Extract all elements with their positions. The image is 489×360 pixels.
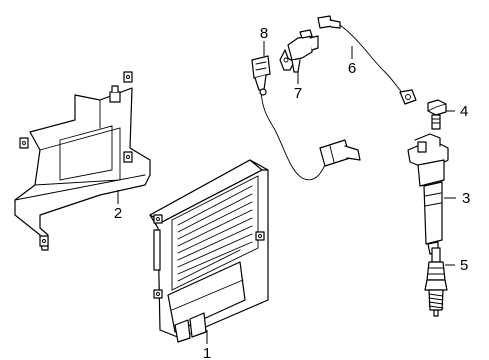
callout-1: 1 [203, 345, 211, 360]
callout-8: 8 [260, 25, 268, 42]
callout-labels: 1 2 3 4 5 6 7 8 [114, 25, 471, 360]
ignition-coil [407, 133, 449, 255]
callout-6: 6 [348, 60, 356, 77]
callout-5: 5 [460, 257, 468, 274]
callout-7: 7 [294, 85, 302, 102]
spark-plug [424, 247, 448, 317]
callout-4: 4 [460, 103, 468, 120]
callout-2: 2 [114, 205, 122, 222]
ecu-bracket [14, 71, 151, 251]
ecu-module [149, 159, 269, 343]
callout-3: 3 [462, 190, 470, 207]
crank-sensor [251, 55, 361, 181]
coil-bolt [427, 99, 447, 130]
position-sensor [279, 29, 319, 73]
leader-lines [117, 41, 456, 344]
oxygen-sensor [317, 15, 417, 105]
